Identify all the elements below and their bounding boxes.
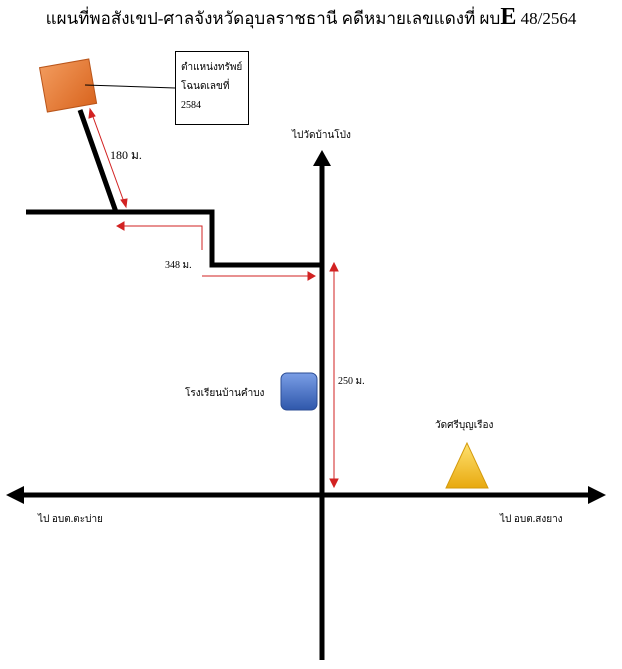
temple-marker: [445, 441, 489, 489]
callout-line-3: 2584: [181, 100, 201, 111]
west-road-label: ไป อบต.ตะบ่าย: [38, 514, 103, 525]
title-case-number: 48/2564: [520, 9, 577, 28]
callout-pointer: [84, 84, 176, 89]
title-prefix: แผนที่พอสังเขป-ศาลจังหวัดอุบลราชธานี คดี…: [45, 9, 501, 28]
east-road-arrowhead: [588, 486, 606, 504]
property-marker: [38, 58, 98, 113]
distance-label-180: 180 ม.: [110, 148, 142, 162]
north-road-arrowhead: [313, 150, 331, 166]
property-access-road: [77, 109, 119, 213]
title-bold-letter: E: [500, 4, 517, 30]
west-road-arrowhead: [6, 486, 24, 504]
distance-label-250: 250 ม.: [338, 376, 365, 387]
distance-arrow-250: [329, 261, 339, 489]
access-road: [26, 209, 322, 268]
map-title: แผนที่พอสังเขป-ศาลจังหวัดอุบลราชธานี คดี…: [0, 4, 622, 32]
temple-label: วัดศรีบุญเรือง: [435, 420, 494, 431]
distance-arrow-348: [115, 221, 317, 281]
school-label: โรงเรียนบ้านคำบง: [185, 388, 265, 399]
distance-arrow-180: [88, 107, 128, 209]
distance-label-348: 348 ม.: [165, 260, 192, 271]
north-road-label: ไปวัดบ้านโป่ง: [292, 130, 351, 141]
callout-line-2: โฉนดเลขที่: [181, 81, 230, 92]
callout-line-1: ตำแหน่งทรัพย์: [181, 62, 243, 73]
property-callout: ตำแหน่งทรัพย์ โฉนดเลขที่ 2584: [175, 51, 249, 125]
east-road-label: ไป อบต.สงยาง: [500, 514, 563, 525]
school-marker: [280, 372, 318, 411]
